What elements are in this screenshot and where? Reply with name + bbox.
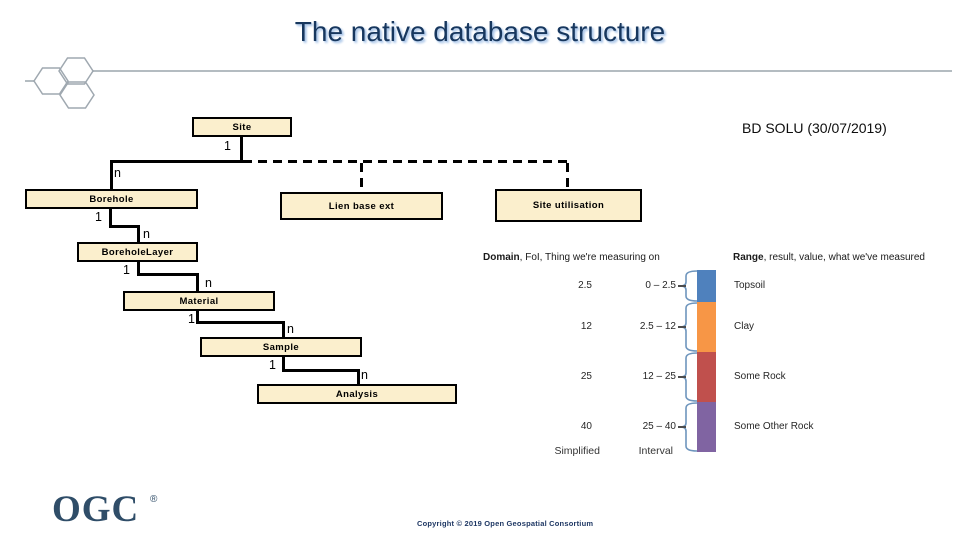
interval-braces — [679, 270, 698, 452]
range-header-bold: Range — [733, 252, 764, 263]
annotation-bd-solu: BD SOLU (30/07/2019) — [742, 120, 887, 136]
connector-solid-6 — [137, 262, 140, 276]
strat-segment-topsoil — [697, 270, 716, 302]
cardinality-label-6: 1 — [188, 312, 195, 326]
simplified-value-0: 2.5 — [578, 280, 592, 291]
cardinality-label-9: n — [361, 368, 368, 382]
connector-solid-0 — [240, 137, 243, 163]
connector-solid-4 — [109, 225, 140, 228]
connector-solid-8 — [196, 273, 199, 291]
connector-dashed-2 — [566, 163, 569, 189]
strat-segment-clay — [697, 302, 716, 352]
ogc-hexagon-logo-icon — [33, 57, 95, 109]
column-footer-simplified: Simplified — [554, 445, 600, 457]
entity-box-borehole-layer: BoreholeLayer — [77, 242, 198, 262]
connector-solid-9 — [196, 311, 199, 324]
domain-header: Domain, FoI, Thing we're measuring on — [483, 252, 660, 263]
header-divider-tick — [25, 80, 34, 82]
copyright-text: Copyright © 2019 Open Geospatial Consort… — [417, 519, 594, 528]
connector-solid-5 — [137, 225, 140, 242]
entity-box-borehole: Borehole — [25, 189, 198, 209]
entity-label-material: Material — [179, 295, 219, 307]
entity-label-site-utilisation: Site utilisation — [532, 200, 605, 211]
range-header-rest: , result, value, what we've measured — [763, 252, 925, 263]
simplified-value-3: 40 — [580, 421, 592, 432]
entity-box-site: Site — [192, 117, 292, 137]
rock-label-3: Some Other Rock — [734, 421, 814, 432]
rock-label-0: Topsoil — [734, 280, 766, 291]
header-divider-line — [92, 70, 952, 72]
cardinality-label-3: n — [143, 227, 150, 241]
connector-solid-2 — [110, 160, 113, 189]
entity-box-lien-base-ext: Lien base ext — [280, 192, 443, 220]
cardinality-label-8: 1 — [269, 358, 276, 372]
connector-solid-10 — [196, 321, 285, 324]
connector-solid-14 — [357, 369, 360, 384]
cardinality-label-2: 1 — [95, 210, 102, 224]
interval-value-1: 2.5 – 12 — [639, 321, 676, 332]
strat-segment-some-other-rock — [697, 402, 716, 452]
connector-solid-7 — [137, 273, 199, 276]
entity-box-site-utilisation: Site utilisation — [495, 189, 642, 222]
page-title: The native database structure — [294, 16, 666, 47]
cardinality-label-7: n — [287, 322, 294, 336]
column-footer-interval: Interval — [638, 445, 673, 457]
registered-trademark-icon: ® — [150, 494, 158, 505]
entity-label-borehole-layer: BoreholeLayer — [101, 246, 174, 258]
connector-dashed-0 — [243, 160, 569, 163]
interval-tick-1 — [678, 326, 686, 328]
interval-value-0: 0 – 2.5 — [645, 280, 676, 291]
entity-label-lien-base-ext: Lien base ext — [328, 200, 395, 212]
entity-label-sample: Sample — [262, 341, 300, 353]
entity-box-sample: Sample — [200, 337, 362, 357]
strat-column-bar — [697, 270, 716, 452]
cardinality-label-1: n — [114, 166, 121, 180]
simplified-value-1: 12 — [580, 321, 592, 332]
domain-header-rest: , FoI, Thing we're measuring on — [519, 252, 660, 263]
domain-header-bold: Domain — [483, 252, 520, 263]
entity-label-analysis: Analysis — [335, 388, 379, 400]
connector-dashed-1 — [360, 163, 363, 192]
entity-label-site: Site — [232, 121, 252, 133]
entity-box-material: Material — [123, 291, 275, 311]
connector-solid-12 — [282, 357, 285, 372]
interval-tick-2 — [678, 376, 686, 378]
rock-label-2: Some Rock — [734, 371, 786, 382]
ogc-logo: OGC — [52, 489, 140, 530]
connector-solid-3 — [109, 209, 112, 228]
interval-tick-3 — [678, 426, 686, 428]
interval-value-2: 12 – 25 — [642, 371, 676, 382]
cardinality-label-0: 1 — [224, 139, 231, 153]
entity-box-analysis: Analysis — [257, 384, 457, 404]
simplified-value-2: 25 — [580, 371, 592, 382]
connector-solid-1 — [110, 160, 243, 163]
rock-label-1: Clay — [734, 321, 755, 332]
interval-value-3: 25 – 40 — [642, 421, 676, 432]
entity-label-borehole: Borehole — [89, 193, 134, 205]
connector-solid-13 — [282, 369, 360, 372]
connector-solid-11 — [282, 321, 285, 337]
cardinality-label-4: 1 — [123, 263, 130, 277]
range-header: Range, result, value, what we've measure… — [733, 252, 925, 263]
interval-tick-0 — [678, 285, 686, 287]
cardinality-label-5: n — [205, 276, 212, 290]
strat-segment-some-rock — [697, 352, 716, 402]
